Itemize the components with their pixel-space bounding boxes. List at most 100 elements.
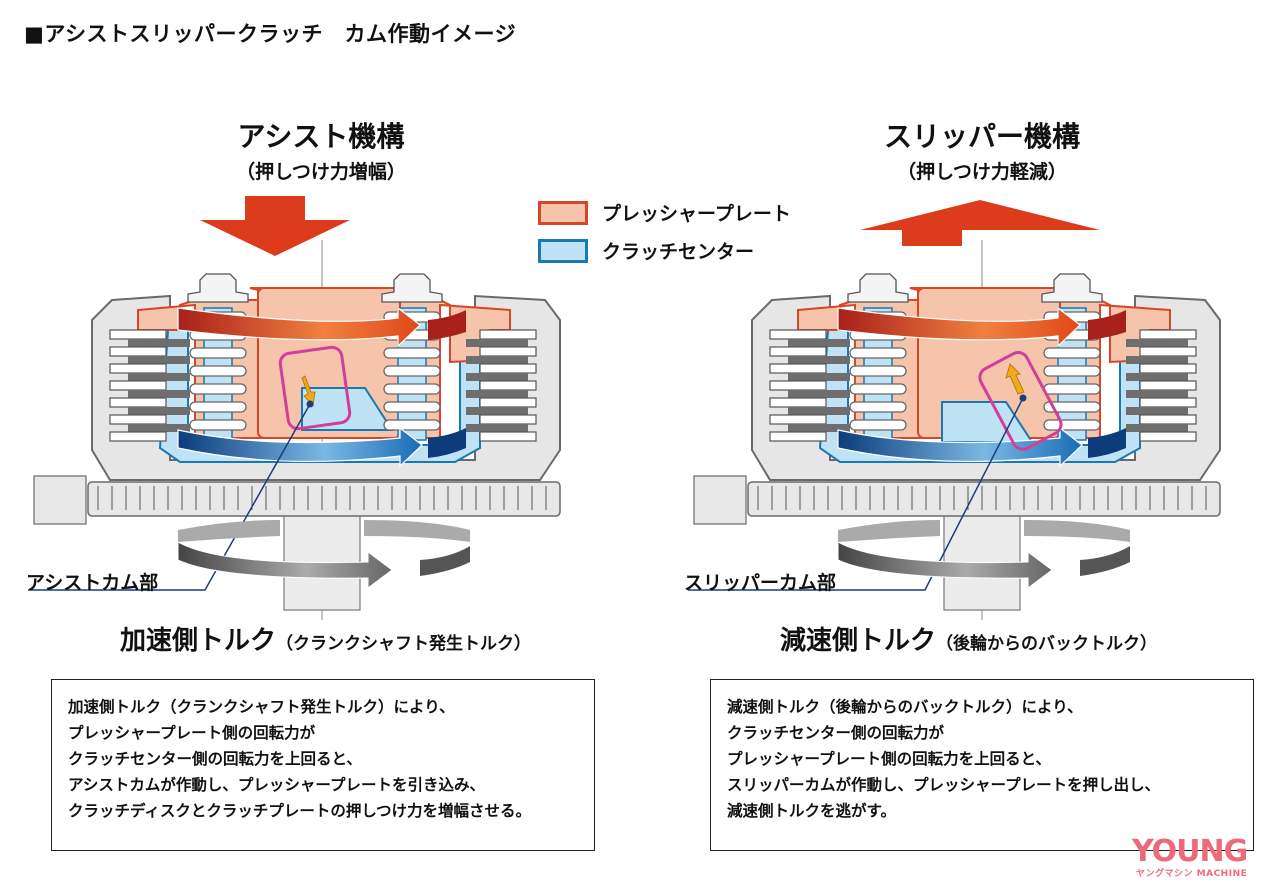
spring-coil: [1043, 365, 1101, 377]
spring-coil: [849, 383, 907, 395]
page-title: ■アシストスリッパークラッチ カム作動イメージ: [24, 22, 517, 46]
spring-coil: [1043, 383, 1101, 395]
description-line: プレッシャープレート側の回転力を上回ると、: [727, 750, 1051, 768]
callout-leader-line: [28, 403, 311, 591]
clutch-plate: [109, 431, 167, 442]
spring-coil: [189, 401, 247, 413]
friction-disc: [128, 424, 190, 432]
clutch-plate: [769, 380, 827, 391]
side-gear: [693, 475, 747, 525]
description-line: 減速側トルクを逃がす。: [727, 802, 896, 820]
clutch-center-rotation-arrow-icon: [177, 426, 423, 468]
primary-gear: [87, 481, 561, 517]
friction-disc: [788, 424, 850, 432]
friction-disc: [466, 424, 528, 432]
pressure-plate-rotation-arrow-icon: [837, 306, 1081, 348]
description-line: 減速側トルク（後輪からのバックトルク）により、: [727, 698, 1083, 716]
clutch-center-rotation-arrow-icon: [837, 426, 1083, 468]
torque-note: （クランクシャフト発生トルク）: [276, 634, 532, 654]
cam-highlight-frame: [978, 350, 1063, 451]
friction-disc: [1126, 407, 1188, 415]
spring-coil: [383, 419, 441, 431]
slipper-description-box: 減速側トルク（後輪からのバックトルク）により、 クラッチセンター側の回転力が プ…: [710, 679, 1254, 851]
rotation-arrow-tail: [428, 428, 466, 458]
slipper-cam-callout: スリッパーカム部: [684, 572, 837, 594]
rotation-arrow-tail: [1088, 428, 1126, 458]
clutch-plate: [479, 397, 537, 408]
primary-gear: [747, 481, 1221, 517]
friction-disc: [466, 339, 528, 347]
friction-disc: [1126, 339, 1188, 347]
slipper-clutch-diagram: [688, 200, 1221, 620]
legend-label: プレッシャープレート: [602, 203, 791, 225]
friction-disc: [788, 356, 850, 364]
torque-arrow-back: [838, 520, 940, 542]
friction-disc: [1126, 424, 1188, 432]
pressure-plate-rotation-arrow-icon: [177, 306, 421, 348]
clutch-plate: [109, 363, 167, 374]
friction-disc: [466, 390, 528, 398]
clutch-plate: [479, 431, 537, 442]
description-line: スリッパーカムが作動し、プレッシャープレートを押し出し、: [727, 776, 1161, 794]
clutch-plate: [479, 380, 537, 391]
torque-arrow-back: [364, 520, 470, 542]
cam-arrow-up-icon: [1005, 363, 1025, 395]
force-arrow-up-icon: [860, 200, 1100, 246]
shaft: [283, 509, 361, 611]
torque-arrow-tail: [420, 546, 470, 576]
clutch-plate: [109, 329, 167, 340]
clutch-plate: [1139, 397, 1197, 408]
friction-disc: [128, 407, 190, 415]
spring-coil: [189, 383, 247, 395]
friction-disc: [128, 356, 190, 364]
spring-bolt-icon: [1041, 273, 1103, 303]
spring-coil: [189, 347, 247, 359]
cam-arrow-down-icon: [301, 375, 316, 407]
assist-mechanism-title: アシスト機構: [237, 120, 405, 153]
force-arrow-down-icon: [200, 196, 350, 256]
clutch-plate: [479, 329, 537, 340]
clutch-plate: [109, 346, 167, 357]
logo-sub-en: MACHINE: [1196, 869, 1248, 879]
assist-clutch-diagram: [28, 196, 561, 620]
rotation-arrow-tail: [428, 310, 466, 340]
clutch-plate: [1139, 329, 1197, 340]
spring-bolt-icon: [847, 273, 909, 303]
spring-bolt-icon: [187, 273, 249, 303]
logo-sub-jp: ヤングマシン: [1136, 869, 1194, 879]
clutch-plate: [1139, 414, 1197, 425]
torque-arrow-tail: [1080, 546, 1130, 576]
assist-description-box: 加速側トルク（クランクシャフト発生トルク）により、 プレッシャープレート側の回転…: [51, 679, 595, 851]
friction-disc: [788, 339, 850, 347]
legend: プレッシャープレート クラッチセンター: [538, 199, 791, 264]
clutch-plate: [1139, 380, 1197, 391]
torque-main: 加速側トルク: [120, 626, 277, 656]
clutch-plate: [769, 346, 827, 357]
cam-block: [941, 401, 1034, 443]
torque-rotation-arrow-icon: [837, 541, 1053, 589]
logo-main: YOUNG: [1132, 834, 1248, 869]
slipper-mechanism-subtitle: （押しつけ力軽減）: [897, 161, 1067, 183]
assist-cam-callout: アシストカム部: [26, 572, 159, 594]
assist-torque-label: 加速側トルク（クランクシャフト発生トルク）: [120, 620, 531, 657]
clutch-plate: [769, 414, 827, 425]
spring-coil: [849, 419, 907, 431]
spring-coil: [189, 365, 247, 377]
torque-rotation-arrow-icon: [177, 541, 393, 589]
torque-arrow-back: [1024, 520, 1130, 542]
spring-coil: [383, 347, 441, 359]
spring-coil: [1043, 401, 1101, 413]
clutch-plate: [109, 414, 167, 425]
spring-coil: [383, 383, 441, 395]
shaft: [943, 509, 1021, 611]
clutch-plate: [1139, 431, 1197, 442]
friction-disc: [128, 390, 190, 398]
clutch-plate: [1139, 363, 1197, 374]
assist-mechanism-subtitle: （押しつけ力増幅）: [236, 161, 406, 183]
clutch-plate: [479, 346, 537, 357]
friction-disc: [466, 356, 528, 364]
friction-disc: [128, 373, 190, 381]
spring-bolt-icon: [381, 273, 443, 303]
friction-disc: [788, 373, 850, 381]
friction-disc: [1126, 373, 1188, 381]
